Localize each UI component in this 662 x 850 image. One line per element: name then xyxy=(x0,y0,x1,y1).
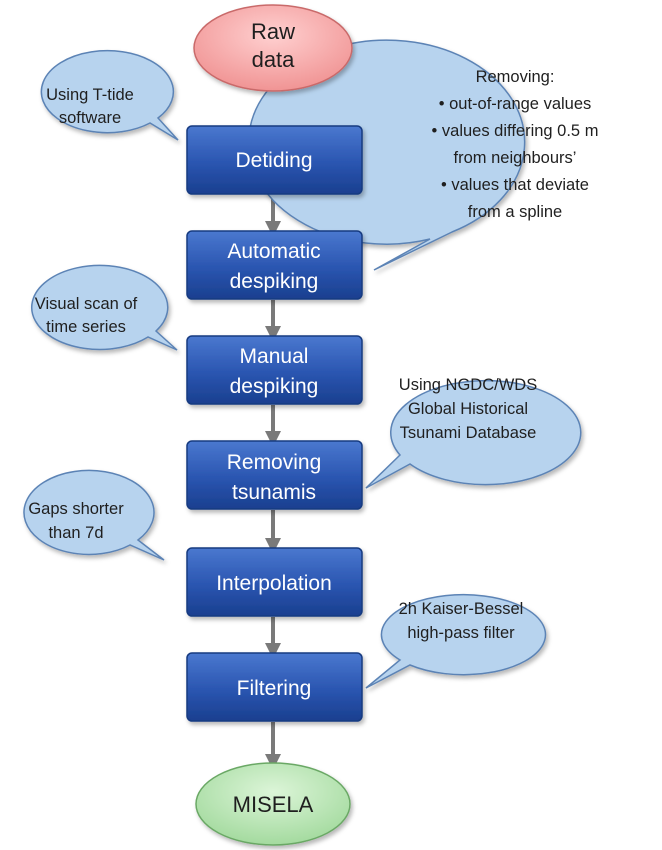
text-line: high-pass filter xyxy=(407,624,515,642)
step-automatic-despiking: Automatic despiking xyxy=(186,230,363,300)
text-line: • values differing 0.5 m xyxy=(432,122,599,140)
text-line: software xyxy=(59,109,121,127)
step-box xyxy=(186,547,363,617)
note-gaps xyxy=(23,469,165,561)
text-line: • values that deviate xyxy=(441,176,589,194)
speech-bubble-shape xyxy=(40,49,179,141)
text-line: data xyxy=(252,47,296,72)
text-line: Interpolation xyxy=(216,572,332,595)
step-box xyxy=(186,230,363,300)
text-line: Using NGDC/WDS xyxy=(399,376,537,394)
text-line: Gaps shorter xyxy=(28,500,124,518)
step-interpolation-label: Interpolation xyxy=(216,572,332,595)
text-line: despiking xyxy=(230,375,319,398)
text-line: Using T-tide xyxy=(46,86,134,104)
text-line: from a spline xyxy=(468,203,562,221)
callout-notes: Using T-tide software Removing: • out-of-r… xyxy=(23,39,599,689)
speech-bubble-shape xyxy=(31,264,178,351)
text-line: from neighbours’ xyxy=(454,149,577,167)
step-detiding: Detiding xyxy=(186,125,363,195)
step-box xyxy=(186,335,363,405)
step-manual-despiking: Manual despiking xyxy=(186,335,363,405)
speech-bubble-shape xyxy=(365,379,582,489)
step-box xyxy=(186,125,363,195)
step-box xyxy=(186,440,363,510)
note-kaiser xyxy=(365,593,547,689)
step-interpolation: Interpolation xyxy=(186,547,363,617)
step-box xyxy=(186,652,363,722)
step-removing-tsunamis: Removing tsunamis xyxy=(186,440,363,510)
text-line: than 7d xyxy=(48,524,103,542)
text-line: tsunamis xyxy=(232,481,316,504)
text-line: Manual xyxy=(240,345,309,368)
text-line: despiking xyxy=(230,270,319,293)
note-gaps-text: Gaps shorter than 7d xyxy=(28,500,124,542)
start-ellipse xyxy=(193,4,353,92)
text-line: Detiding xyxy=(235,149,312,172)
text-line: Removing: xyxy=(476,68,555,86)
text-line: Tsunami Database xyxy=(400,424,537,442)
note-t-tide-text: Using T-tide software xyxy=(46,86,134,127)
speech-bubble-shape xyxy=(23,469,165,561)
end-ellipse xyxy=(195,762,351,846)
text-line: MISELA xyxy=(233,792,314,817)
text-line: • out-of-range values xyxy=(439,95,592,113)
text-line: Raw xyxy=(251,19,295,44)
text-line: time series xyxy=(46,318,126,336)
start-node: Raw data xyxy=(193,4,353,92)
text-line: Visual scan of xyxy=(35,295,138,313)
text-line: Removing xyxy=(227,451,322,474)
note-visual-scan-text: Visual scan of time series xyxy=(35,295,138,336)
note-t-tide xyxy=(40,49,179,141)
step-removing-tsunamis-label: Removing tsunamis xyxy=(227,451,322,504)
start-label: Raw data xyxy=(251,19,295,72)
step-filtering-label: Filtering xyxy=(237,677,312,700)
step-detiding-label: Detiding xyxy=(235,149,312,172)
speech-bubble-shape xyxy=(365,593,547,689)
text-line: Automatic xyxy=(227,240,320,263)
step-manual-despiking-label: Manual despiking xyxy=(230,345,319,398)
note-visual-scan xyxy=(31,264,178,351)
end-label: MISELA xyxy=(233,792,314,817)
step-automatic-despiking-label: Automatic despiking xyxy=(227,240,320,293)
step-filtering: Filtering xyxy=(186,652,363,722)
note-ngdc xyxy=(365,379,582,489)
end-node: MISELA xyxy=(195,762,351,846)
process-steps: Detiding Automatic despiking Manual despik… xyxy=(186,125,363,722)
note-removing-text: Removing: • out-of-range values • values d… xyxy=(432,68,599,221)
text-line: 2h Kaiser-Bessel xyxy=(399,600,524,618)
text-line: Filtering xyxy=(237,677,312,700)
text-line: Global Historical xyxy=(408,400,528,418)
note-kaiser-text: 2h Kaiser-Bessel high-pass filter xyxy=(399,600,524,642)
